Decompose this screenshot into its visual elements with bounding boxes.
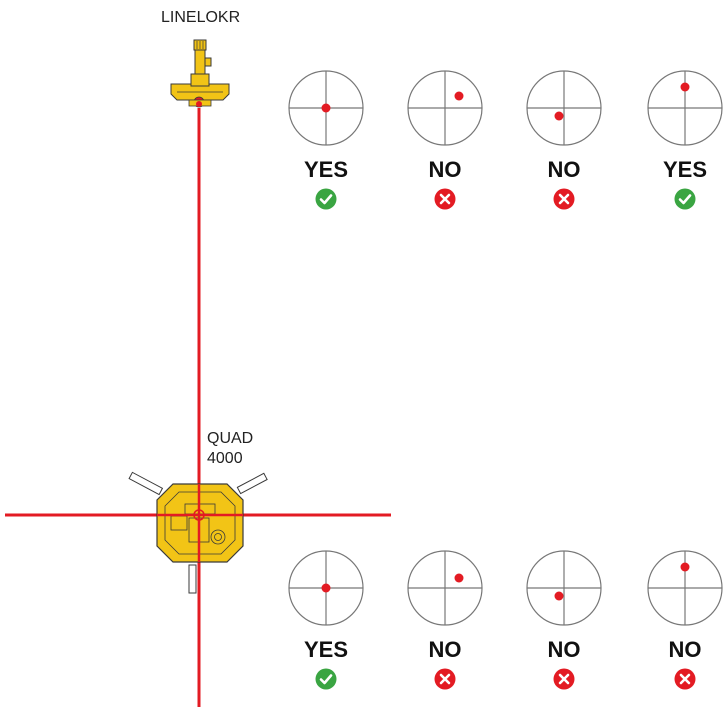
check-icon: [315, 188, 337, 210]
x-icon: [553, 668, 575, 690]
laser-dot: [680, 562, 690, 572]
reticle-icon: [526, 550, 602, 626]
check-icon: [674, 188, 696, 210]
x-icon: [674, 668, 696, 690]
reticle-icon: [288, 70, 364, 146]
target-top-4: YES: [647, 70, 723, 210]
laser-dot: [321, 583, 331, 593]
laser-dot: [680, 82, 690, 92]
verdict-label: NO: [668, 637, 702, 662]
verdict-label: NO: [547, 157, 581, 182]
reticle-icon: [526, 70, 602, 146]
quad-4000-label-line2: 4000: [207, 450, 243, 467]
laser-dot: [454, 91, 464, 101]
reticle-icon: [647, 550, 723, 626]
verdict-label: YES: [303, 637, 349, 662]
verdict-label: YES: [303, 157, 349, 182]
target-top-3: NO: [526, 70, 602, 210]
verdict-label: YES: [662, 157, 708, 182]
laser-dot: [321, 103, 331, 113]
target-bottom-3: NO: [526, 550, 602, 690]
reticle-icon: [288, 550, 364, 626]
check-icon: [315, 668, 337, 690]
reticle-icon: [407, 550, 483, 626]
verdict-label: NO: [428, 157, 462, 182]
x-icon: [434, 188, 456, 210]
laser-dot: [554, 111, 564, 121]
x-icon: [434, 668, 456, 690]
target-bottom-1: YES: [288, 550, 364, 690]
reticle-icon: [647, 70, 723, 146]
quad-4000-device-icon: [128, 471, 268, 594]
laser-dot: [554, 591, 564, 601]
target-bottom-2: NO: [407, 550, 483, 690]
verdict-label: NO: [547, 637, 581, 662]
target-bottom-4: NO: [647, 550, 723, 690]
linelokr-label: LINELOKR: [161, 9, 241, 26]
laser-dot: [454, 573, 464, 583]
linelokr-device-icon: [170, 39, 230, 108]
verdict-label: NO: [428, 637, 462, 662]
target-top-2: NO: [407, 70, 483, 210]
target-top-1: YES: [288, 70, 364, 210]
quad-4000-label-line1: QUAD: [207, 430, 254, 447]
x-icon: [553, 188, 575, 210]
reticle-icon: [407, 70, 483, 146]
